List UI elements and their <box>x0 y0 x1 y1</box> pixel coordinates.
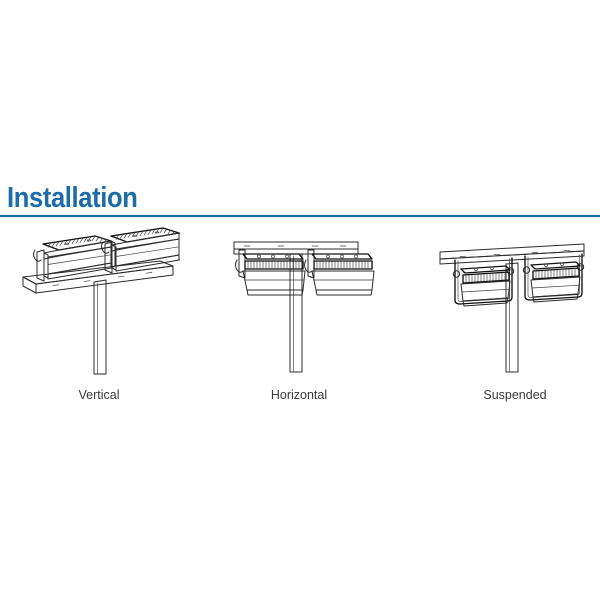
led-floodlight-vertical-mount-diagram-icon <box>18 222 180 387</box>
section-header: Installation <box>0 183 600 219</box>
figure-vertical: Vertical <box>18 222 180 412</box>
installation-diagram-group: Vertical <box>0 222 600 412</box>
figure-caption-horizontal: Horizontal <box>270 388 328 402</box>
led-floodlight-suspended-mount-diagram-icon <box>434 222 596 387</box>
title-underline-rule <box>0 215 600 217</box>
led-floodlight-horizontal-mount-diagram-icon <box>218 222 380 387</box>
figure-caption-vertical: Vertical <box>78 388 120 402</box>
figure-horizontal: Horizontal <box>218 222 380 412</box>
page-title: Installation <box>7 182 138 214</box>
figure-caption-suspended: Suspended <box>483 388 547 402</box>
figure-suspended: Suspended <box>434 222 596 412</box>
